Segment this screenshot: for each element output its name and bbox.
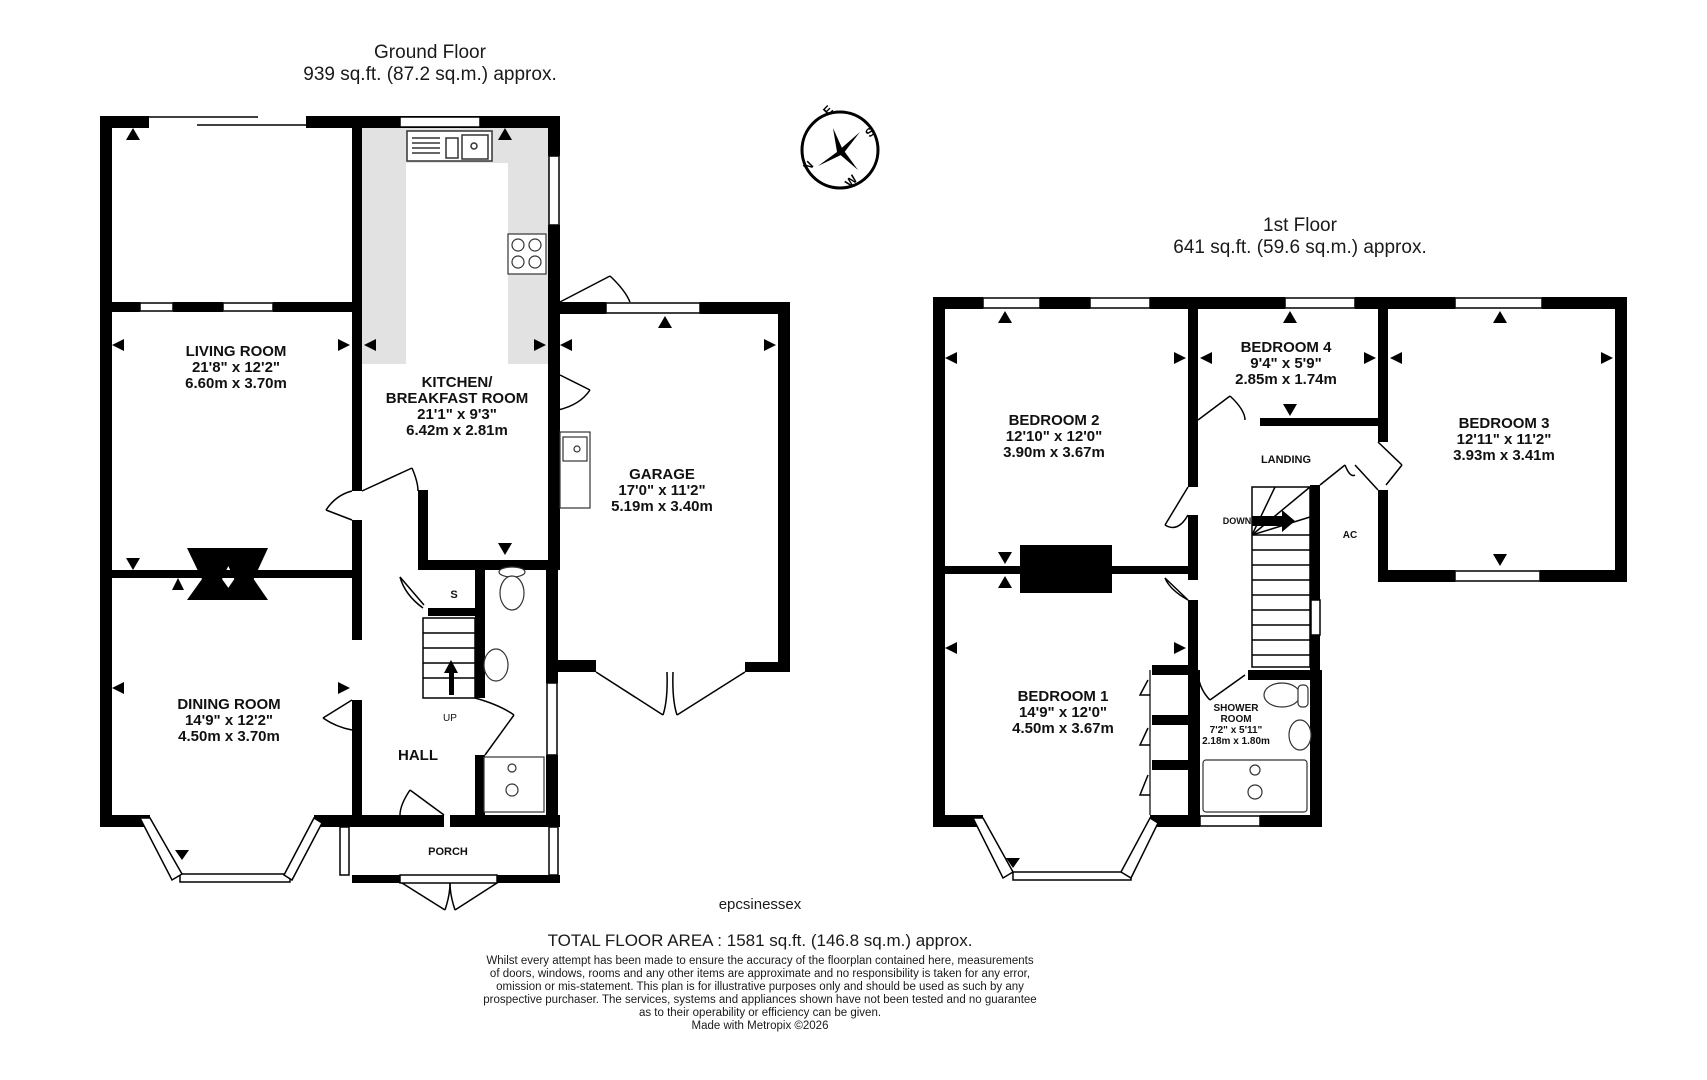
first-floor-area: 641 sq.ft. (59.6 sq.m.) approx. xyxy=(1173,237,1427,258)
room-bedroom-4: BEDROOM 4 9'4" x 5'9" 2.85m x 1.74m xyxy=(1235,340,1337,388)
room-name: BEDROOM 1 xyxy=(1017,688,1109,705)
disclaimer-line: as to their operability or efficiency ca… xyxy=(638,1007,882,1019)
watermark: epcsinessex xyxy=(718,896,802,913)
room-imperial: 7'2" x 5'11" xyxy=(1209,725,1263,736)
room-living-room: LIVING ROOM 21'8" x 12'2" 6.60m x 3.70m xyxy=(185,344,287,392)
room-name: GARAGE xyxy=(629,466,695,483)
room-name-line2: BREAKFAST ROOM xyxy=(385,390,529,407)
room-imperial: 12'11" x 11'2" xyxy=(1456,431,1552,448)
room-name: KITCHEN/ xyxy=(421,374,493,391)
room-bedroom-3: BEDROOM 3 12'11" x 11'2" 3.93m x 3.41m xyxy=(1453,416,1555,464)
room-name: DINING ROOM xyxy=(177,696,281,713)
ground-floor-heading: Ground Floor 939 sq.ft. (87.2 sq.m.) app… xyxy=(250,42,610,86)
disclaimer-line: omission or mis-statement. This plan is … xyxy=(496,981,1024,993)
room-imperial: 9'4" x 5'9" xyxy=(1250,355,1322,372)
disclaimer: Whilst every attempt has been made to en… xyxy=(420,955,1100,1033)
room-name-line2: ROOM xyxy=(1220,714,1252,725)
room-metric: 5.19m x 3.40m xyxy=(611,498,713,515)
compass-icon: N E S W xyxy=(800,103,880,190)
ground-floor-area: 939 sq.ft. (87.2 sq.m.) approx. xyxy=(303,64,557,85)
first-floor-plan xyxy=(933,297,1627,881)
room-imperial: 14'9" x 12'0" xyxy=(1018,704,1108,721)
room-name: BEDROOM 3 xyxy=(1458,415,1550,432)
room-metric: 2.85m x 1.74m xyxy=(1235,371,1337,388)
first-floor-title: 1st Floor xyxy=(1263,215,1337,236)
room-name: LIVING ROOM xyxy=(185,343,287,360)
room-hall: HALL xyxy=(398,747,438,764)
room-name: BEDROOM 2 xyxy=(1008,412,1100,429)
room-porch: PORCH xyxy=(428,846,468,858)
total-floor-area: TOTAL FLOOR AREA : 1581 sq.ft. (146.8 sq… xyxy=(547,931,973,950)
room-metric: 6.60m x 3.70m xyxy=(185,375,287,392)
room-kitchen: KITCHEN/ BREAKFAST ROOM 21'1" x 9'3" 6.4… xyxy=(386,375,529,439)
room-metric: 4.50m x 3.70m xyxy=(178,728,280,745)
room-airing-cupboard: AC xyxy=(1342,530,1358,541)
room-landing: LANDING xyxy=(1260,454,1312,466)
room-imperial: 17'0" x 11'2" xyxy=(618,482,706,499)
kitchen-worktop xyxy=(362,128,406,364)
svg-text:N: N xyxy=(800,158,816,174)
stairs-up-label: UP xyxy=(443,713,457,724)
room-imperial: 21'8" x 12'2" xyxy=(191,359,281,376)
room-garage: GARAGE 17'0" x 11'2" 5.19m x 3.40m xyxy=(611,467,713,515)
room-imperial: 21'1" x 9'3" xyxy=(417,406,497,423)
room-imperial: 12'10" x 12'0" xyxy=(1005,428,1103,445)
disclaimer-line: Whilst every attempt has been made to en… xyxy=(486,955,1034,967)
credit-line: Made with Metropix ©2026 xyxy=(691,1020,829,1032)
first-floor-heading: 1st Floor 641 sq.ft. (59.6 sq.m.) approx… xyxy=(1120,215,1480,259)
room-metric: 4.50m x 3.67m xyxy=(1012,720,1114,737)
stairs-down-label: DOWN xyxy=(1222,516,1252,526)
ground-floor-title: Ground Floor xyxy=(374,42,486,63)
room-dining-room: DINING ROOM 14'9" x 12'2" 4.50m x 3.70m xyxy=(177,697,280,745)
disclaimer-line: of doors, windows, rooms and any other i… xyxy=(489,968,1031,980)
room-storage: S xyxy=(450,589,458,601)
room-name: BEDROOM 4 xyxy=(1240,339,1332,356)
room-bedroom-2: BEDROOM 2 12'10" x 12'0" 3.90m x 3.67m xyxy=(1003,413,1105,461)
room-metric: 2.18m x 1.80m xyxy=(1202,736,1270,747)
room-metric: 6.42m x 2.81m xyxy=(406,422,508,439)
room-metric: 3.93m x 3.41m xyxy=(1453,447,1555,464)
room-name: SHOWER xyxy=(1213,703,1259,714)
room-bedroom-1: BEDROOM 1 14'9" x 12'0" 4.50m x 3.67m xyxy=(1012,689,1114,737)
disclaimer-line: prospective purchaser. The services, sys… xyxy=(483,994,1037,1006)
ground-floor-plan xyxy=(100,116,790,911)
room-imperial: 14'9" x 12'2" xyxy=(184,712,274,729)
room-metric: 3.90m x 3.67m xyxy=(1003,444,1105,461)
room-shower-room: SHOWER ROOM 7'2" x 5'11" 2.18m x 1.80m xyxy=(1202,703,1270,747)
